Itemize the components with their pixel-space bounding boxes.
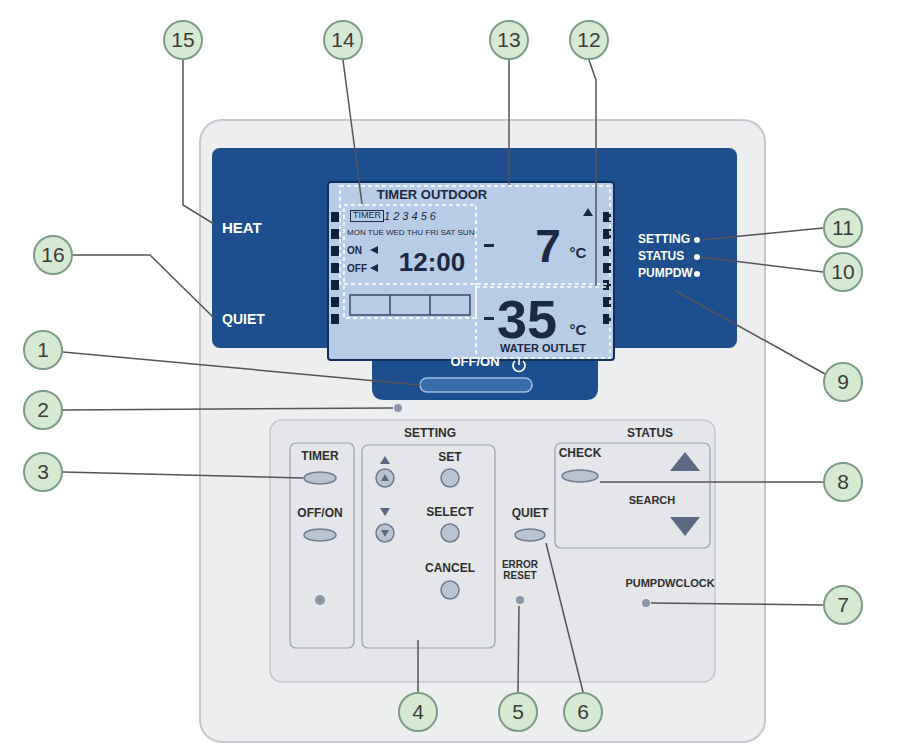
lcd-segments	[331, 212, 611, 324]
water-temperature: 35	[497, 290, 557, 349]
reset-hole	[315, 595, 650, 607]
status-indicator: PUMPDW	[638, 267, 693, 280]
lcd-bar-segments	[350, 295, 470, 315]
program-number: 1 2 3 4 5 6	[384, 210, 436, 222]
mode-indicator: QUIET	[222, 312, 265, 327]
callout-number: 15	[163, 20, 203, 60]
lcd-caption: TIMER OUTDOOR	[377, 188, 488, 202]
button-group-frame	[290, 443, 710, 648]
weekday-row: MON TUE WED THU FRI SAT SUN	[347, 229, 474, 238]
unit: °C	[570, 245, 587, 262]
button-label: CHECK	[559, 447, 602, 460]
callout-frame	[340, 186, 610, 358]
callout-number: 7	[823, 585, 863, 625]
callout-number: 12	[569, 20, 609, 60]
button-label: ERROR RESET	[497, 560, 543, 581]
callout-number: 11	[823, 208, 863, 248]
button-label: OFF/ON	[450, 355, 499, 369]
group-heading: STATUS	[627, 427, 673, 440]
lcd-caption: TIMER	[350, 210, 384, 222]
callout-number: 3	[23, 452, 63, 492]
lcd-segment	[331, 263, 339, 273]
button-label: SEARCH	[629, 494, 675, 506]
arrow-symbol	[380, 452, 700, 537]
callout-number: 1	[23, 330, 63, 370]
callout-number: 13	[489, 20, 529, 60]
callout-number: 2	[23, 390, 63, 430]
lcd-segment	[331, 280, 339, 290]
button-label: PUMPDWCLOCK	[625, 577, 714, 589]
button-label: SELECT	[426, 506, 473, 519]
outdoor-temperature: 7	[535, 221, 561, 272]
callout-number: 8	[823, 462, 863, 502]
operation-lamp	[394, 404, 402, 412]
lcd-marks	[370, 208, 593, 320]
status-indicator: STATUS	[638, 250, 684, 263]
timer-on: ON	[347, 245, 362, 256]
lcd-segment	[331, 314, 339, 324]
callout-number: 9	[823, 362, 863, 402]
controller-body	[200, 120, 765, 742]
button-label: SET	[438, 451, 461, 464]
clock-display: 12:00	[399, 248, 466, 277]
lcd-screen	[328, 182, 614, 360]
callout-number: 14	[323, 20, 363, 60]
lcd-segment	[331, 246, 339, 256]
button-label: CANCEL	[425, 562, 475, 575]
button-label: OFF/ON	[297, 507, 342, 520]
timer-off: OFF	[347, 263, 367, 274]
group-heading: SETTING	[404, 427, 456, 440]
unit: °C	[570, 322, 587, 339]
callout-number: 4	[398, 692, 438, 732]
callout-number: 5	[498, 692, 538, 732]
leader-line	[63, 60, 825, 692]
mode-indicator: HEAT	[222, 220, 262, 237]
lcd-segment	[331, 229, 339, 239]
callout-number: 16	[33, 235, 73, 275]
lcd-segment	[331, 212, 339, 222]
button-label: TIMER	[301, 450, 338, 463]
button-panel	[270, 420, 715, 682]
onoff-button	[420, 378, 532, 392]
indicator-dot	[694, 237, 700, 277]
power-symbol	[513, 357, 525, 371]
push-button	[304, 469, 598, 599]
button-label: QUIET	[512, 507, 549, 520]
lcd-caption: WATER OUTLET	[500, 342, 586, 354]
callout-number: 10	[823, 252, 863, 292]
callout-number: 6	[563, 692, 603, 732]
status-indicator: SETTING	[638, 233, 690, 246]
lcd-segment	[331, 297, 339, 307]
